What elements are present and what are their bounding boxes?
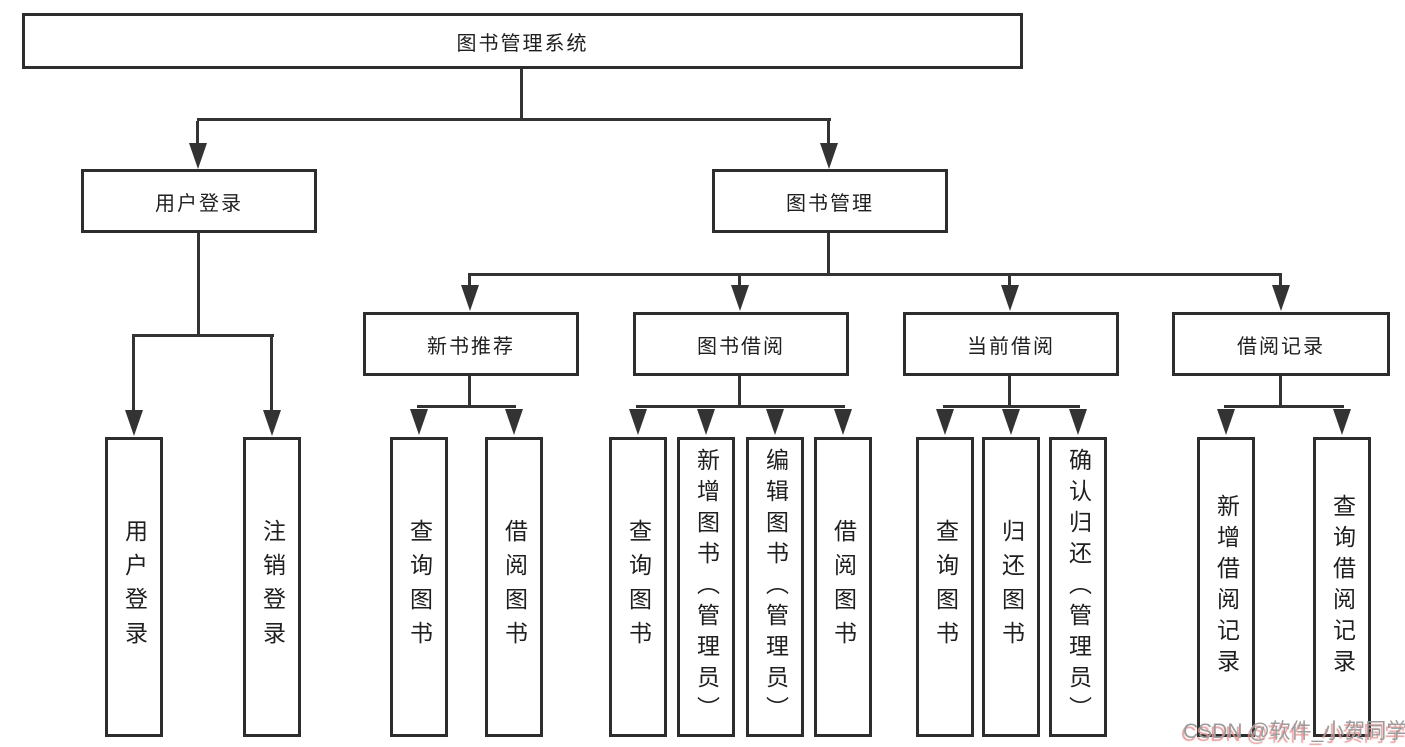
connector-stem xyxy=(827,233,830,276)
node-root-library-system: 图书管理系统 xyxy=(22,13,1023,69)
node-new-book-recommendation: 新书推荐 xyxy=(363,312,579,376)
arrow-down-icon xyxy=(1001,285,1019,311)
node-label: 用户登录 xyxy=(155,192,243,215)
node-label: 图书管理系统 xyxy=(456,32,589,55)
connector-crossbar xyxy=(132,334,274,337)
arrow-down-icon xyxy=(1272,285,1290,311)
connector-crossbar xyxy=(943,405,1080,408)
leaf-label: 查询图书 xyxy=(932,519,959,655)
leaf-label: 新增借阅记录 xyxy=(1213,494,1240,680)
connector-crossbar xyxy=(636,405,845,408)
node-label: 图书管理 xyxy=(786,192,874,215)
leaf-confirm-return-admin: 确认归还（管理员） xyxy=(1049,437,1107,737)
arrow-down-icon xyxy=(834,409,852,435)
connector-stem xyxy=(132,337,135,412)
leaf-query-borrow-record: 查询借阅记录 xyxy=(1313,437,1371,737)
connector-stem xyxy=(1279,376,1282,408)
node-label: 借阅记录 xyxy=(1237,335,1325,358)
leaf-query-books-borrow: 查询图书 xyxy=(609,437,667,737)
leaf-return-books: 归还图书 xyxy=(982,437,1040,737)
node-book-borrowing: 图书借阅 xyxy=(633,312,849,376)
node-label: 当前借阅 xyxy=(967,335,1055,358)
arrow-down-icon xyxy=(263,410,281,436)
arrow-down-icon xyxy=(1217,409,1235,435)
arrow-down-icon xyxy=(629,409,647,435)
arrow-down-icon xyxy=(731,285,749,311)
leaf-label: 查询图书 xyxy=(625,519,652,655)
arrow-down-icon xyxy=(697,409,715,435)
arrow-down-icon xyxy=(125,410,143,436)
connector-root-crossbar xyxy=(197,118,831,121)
arrow-down-icon xyxy=(189,143,207,169)
node-current-borrowing: 当前借阅 xyxy=(903,312,1119,376)
leaf-edit-books-admin: 编辑图书（管理员） xyxy=(746,437,804,737)
connector-crossbar xyxy=(468,273,1282,276)
leaf-borrow-books: 借阅图书 xyxy=(814,437,872,737)
leaf-label: 借阅图书 xyxy=(501,519,528,655)
arrow-down-icon xyxy=(766,409,784,435)
connector-stem xyxy=(738,376,741,408)
leaf-logout: 注销登录 xyxy=(243,437,301,737)
connector-stem xyxy=(1279,276,1282,286)
leaf-label: 编辑图书（管理员） xyxy=(762,447,789,727)
connector-crossbar xyxy=(417,405,516,408)
leaf-query-books-recommend: 查询图书 xyxy=(390,437,448,737)
arrow-down-icon xyxy=(505,409,523,435)
connector-root-stem xyxy=(520,69,523,121)
connector-stem xyxy=(738,276,741,286)
arrow-down-icon xyxy=(820,143,838,169)
arrow-down-icon xyxy=(1002,409,1020,435)
leaf-label: 借阅图书 xyxy=(830,519,857,655)
leaf-label: 归还图书 xyxy=(998,519,1025,655)
leaf-label: 用户登录 xyxy=(121,519,148,655)
connector-stem xyxy=(1008,376,1011,408)
node-label: 图书借阅 xyxy=(697,335,785,358)
arrow-down-icon xyxy=(1333,409,1351,435)
arrow-down-icon xyxy=(1069,409,1087,435)
arrow-down-icon xyxy=(461,285,479,311)
leaf-label: 查询图书 xyxy=(406,519,433,655)
leaf-add-books-admin: 新增图书（管理员） xyxy=(677,437,735,737)
leaf-label: 注销登录 xyxy=(259,519,286,655)
node-borrowing-records: 借阅记录 xyxy=(1172,312,1390,376)
connector-stem xyxy=(1008,276,1011,286)
connector-crossbar xyxy=(1224,405,1344,408)
leaf-label: 确认归还（管理员） xyxy=(1065,447,1092,727)
connector-stem xyxy=(196,121,199,145)
leaf-label: 查询借阅记录 xyxy=(1329,494,1356,680)
leaf-user-login: 用户登录 xyxy=(105,437,163,737)
csdn-watermark: CSDN @软件_小贺同学 xyxy=(1183,720,1405,743)
node-user-login: 用户登录 xyxy=(81,169,317,233)
leaf-borrow-books-recommend: 借阅图书 xyxy=(485,437,543,737)
node-book-management: 图书管理 xyxy=(712,169,948,233)
connector-stem xyxy=(197,233,200,336)
leaf-query-books-current: 查询图书 xyxy=(916,437,974,737)
connector-stem xyxy=(270,337,273,412)
connector-stem xyxy=(827,121,830,145)
arrow-down-icon xyxy=(410,409,428,435)
arrow-down-icon xyxy=(936,409,954,435)
node-label: 新书推荐 xyxy=(427,335,515,358)
leaf-add-borrow-record: 新增借阅记录 xyxy=(1197,437,1255,737)
connector-stem xyxy=(468,276,471,286)
leaf-label: 新增图书（管理员） xyxy=(693,447,720,727)
connector-stem xyxy=(468,376,471,408)
